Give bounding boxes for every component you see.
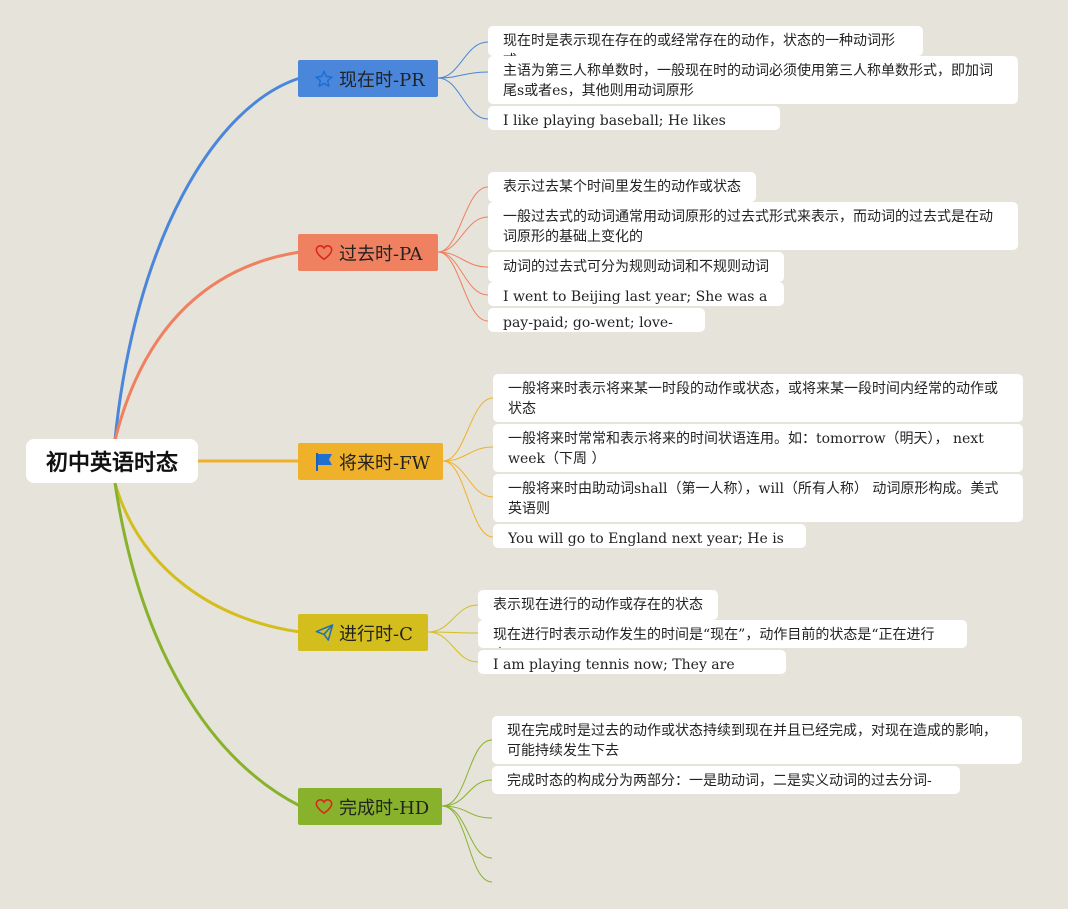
branch-past-tense[interactable]: 过去时-PA xyxy=(298,234,438,271)
leaf-text: 现在完成时是过去的动作或状态持续到现在并且已经完成，对现在造成的影响，可能持续发… xyxy=(507,723,997,759)
root-topic-label: 初中英语时态 xyxy=(45,451,178,476)
leaf-future-2[interactable]: 一般将来时常常和表示将来的时间状语连用。如：tomorrow（明天）， next… xyxy=(493,424,1023,472)
heart-icon xyxy=(314,243,334,263)
branch-perfect-tense[interactable]: 完成时-HD xyxy=(298,788,442,825)
branch-label: 过去时-PA xyxy=(339,243,423,265)
leaf-present-3[interactable]: I like playing baseball; He likes swimmi… xyxy=(488,106,780,130)
leaf-text: 现在时是表示现在存在的或经常存在的动作，状态的一种动词形式 xyxy=(503,33,895,56)
leaf-perfect-2[interactable]: 完成时态的构成分为两部分：一是助动词，二是实义动词的过去分词-ed xyxy=(492,766,960,794)
connector-root-past xyxy=(113,250,301,441)
branch-label: 现在时-PR xyxy=(339,69,425,91)
connector-root-progressive xyxy=(113,482,301,634)
leaf-text: I went to Beijing last year; She was a t… xyxy=(503,289,768,305)
leaf-text: 一般将来时常常和表示将来的时间状语连用。如：tomorrow（明天）， next… xyxy=(508,431,984,467)
branch-future-tense[interactable]: 将来时-FW xyxy=(298,443,443,480)
connector-root-present xyxy=(113,76,301,441)
flag-icon xyxy=(314,452,334,472)
leaf-past-5[interactable]: pay-paid; go-went; love-loved..... xyxy=(488,308,705,332)
leaf-text: 动词的过去式可分为规则动词和不规则动词 xyxy=(503,259,769,275)
leaf-text: I like playing baseball; He likes swimmi… xyxy=(503,113,726,129)
star-icon xyxy=(314,69,334,89)
leaf-text: 一般将来时表示将来某一时段的动作或状态，或将来某一段时间内经常的动作或状态 xyxy=(508,381,998,417)
leaf-future-1[interactable]: 一般将来时表示将来某一时段的动作或状态，或将来某一段时间内经常的动作或状态 xyxy=(493,374,1023,422)
branch-label: 完成时-HD xyxy=(339,797,430,819)
leaf-progressive-1[interactable]: 表示现在进行的动作或存在的状态 xyxy=(478,590,718,620)
leaf-text: 完成时态的构成分为两部分：一是助动词，二是实义动词的过去分词-ed xyxy=(507,773,932,794)
leaf-text: I am playing tennis now; They are cookin… xyxy=(493,657,735,673)
connector-root-perfect xyxy=(113,482,301,808)
branch-label: 将来时-FW xyxy=(339,452,431,474)
leaf-perfect-1[interactable]: 现在完成时是过去的动作或状态持续到现在并且已经完成，对现在造成的影响，可能持续发… xyxy=(492,716,1022,764)
root-topic[interactable]: 初中英语时态 xyxy=(26,439,198,483)
leaf-text: You will go to England next year; He is … xyxy=(508,531,784,547)
leaf-text: pay-paid; go-went; love-loved..... xyxy=(503,315,673,331)
leaf-text: 主语为第三人称单数时，一般现在时的动词必须使用第三人称单数形式，即加词尾s或者e… xyxy=(503,63,993,99)
leaf-past-2[interactable]: 一般过去式的动词通常用动词原形的过去式形式来表示，而动词的过去式是在动词原形的基… xyxy=(488,202,1018,250)
branch-label: 进行时-C xyxy=(339,623,413,645)
leaf-future-4[interactable]: You will go to England next year; He is … xyxy=(493,524,806,548)
leaf-text: 表示现在进行的动作或存在的状态 xyxy=(493,597,703,613)
heart-icon xyxy=(314,797,334,817)
leaf-past-3[interactable]: 动词的过去式可分为规则动词和不规则动词 xyxy=(488,252,784,282)
leaf-text: 现在进行时表示动作发生的时间是“现在”，动作目前的状态是“正在进行中” xyxy=(493,627,935,648)
leaf-progressive-2[interactable]: 现在进行时表示动作发生的时间是“现在”，动作目前的状态是“正在进行中” xyxy=(478,620,967,648)
leaf-present-2[interactable]: 主语为第三人称单数时，一般现在时的动词必须使用第三人称单数形式，即加词尾s或者e… xyxy=(488,56,1018,104)
branch-progressive-tense[interactable]: 进行时-C xyxy=(298,614,428,651)
leaf-text: 一般过去式的动词通常用动词原形的过去式形式来表示，而动词的过去式是在动词原形的基… xyxy=(503,209,993,245)
paper-plane-icon xyxy=(314,623,334,643)
leaf-progressive-3[interactable]: I am playing tennis now; They are cookin… xyxy=(478,650,786,674)
leaf-future-3[interactable]: 一般将来时由助动词shall（第一人称），will（所有人称） 动词原形构成。美… xyxy=(493,474,1023,522)
branch-present-tense[interactable]: 现在时-PR xyxy=(298,60,438,97)
leaf-past-1[interactable]: 表示过去某个时间里发生的动作或状态 xyxy=(488,172,756,202)
leaf-text: 表示过去某个时间里发生的动作或状态 xyxy=(503,179,741,195)
leaf-text: 一般将来时由助动词shall（第一人称），will（所有人称） 动词原形构成。美… xyxy=(508,481,999,517)
leaf-past-4[interactable]: I went to Beijing last year; She was a t… xyxy=(488,282,784,306)
leaf-present-1[interactable]: 现在时是表示现在存在的或经常存在的动作，状态的一种动词形式 xyxy=(488,26,923,56)
